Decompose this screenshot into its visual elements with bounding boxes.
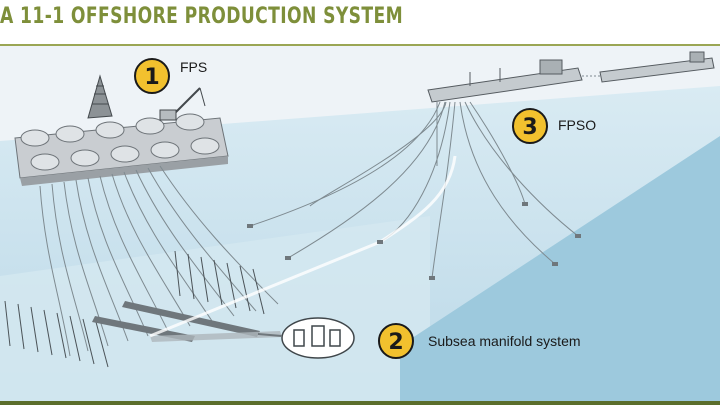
subsea-wells-left: [4, 250, 265, 368]
callout-number-3: 3: [522, 115, 537, 140]
callout-fps: 1 FPS: [134, 58, 207, 94]
callout-number-1: 1: [144, 65, 159, 90]
callout-number-2: 2: [388, 330, 403, 355]
subsea-manifold-detail: [257, 317, 355, 359]
figure-title: A 11-1 OFFSHORE PRODUCTION SYSTEM: [0, 4, 404, 29]
callout-subsea-manifold: 2 Subsea manifold system: [378, 323, 581, 359]
callout-fpso: 3 FPSO: [512, 108, 596, 144]
fpso-flowline: [149, 155, 457, 338]
title-rule: [0, 44, 720, 46]
callout-badge-2: [378, 323, 414, 359]
fpso-vessel: [427, 59, 583, 103]
shuttle-tanker: [582, 51, 715, 83]
seafloor-right: [400, 136, 720, 401]
fpso-risers: [249, 101, 579, 279]
callout-badge-3: [512, 108, 548, 144]
callout-label-2: Subsea manifold system: [428, 333, 581, 349]
bottom-rule: [0, 401, 720, 405]
callout-label-3: FPSO: [558, 117, 596, 133]
callout-label-1: FPS: [180, 59, 207, 75]
fps-risers: [39, 165, 279, 357]
diagram-scene: 1 FPS 2 Subsea manifold system 3 FPSO: [0, 46, 720, 401]
fps-platform: [14, 74, 229, 186]
riser-anchors: [247, 202, 581, 280]
figure-header: A 11-1 OFFSHORE PRODUCTION SYSTEM: [0, 0, 720, 44]
callout-badge-1: [134, 58, 170, 94]
